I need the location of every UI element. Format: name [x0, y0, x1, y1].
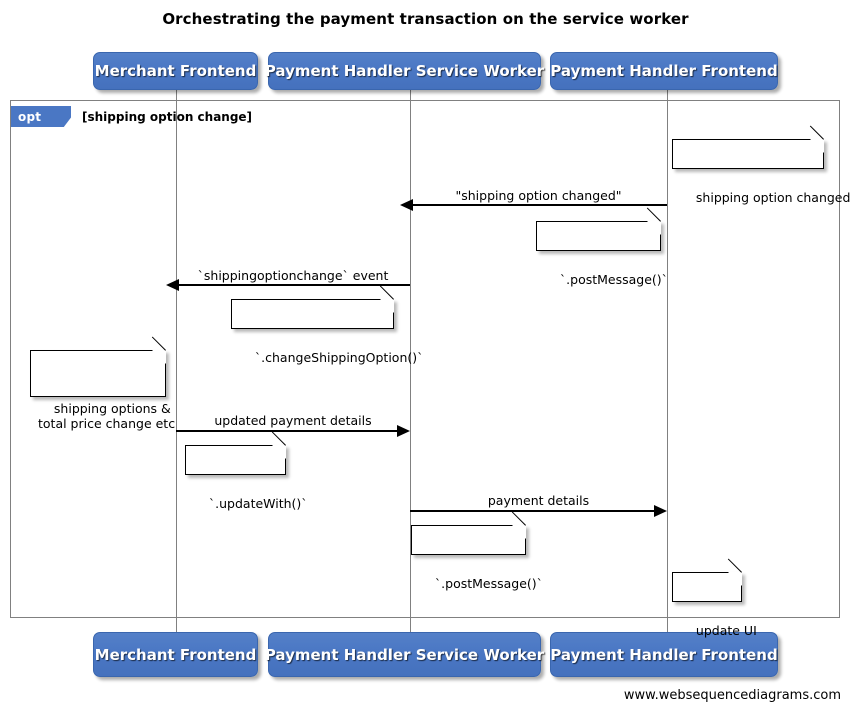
note-shipping-option-changed: shipping option changed [672, 125, 850, 205]
note-text: shipping option changed [695, 190, 851, 205]
participant-payment-handler-service-worker-bottom[interactable]: Payment Handler Service Worker [264, 632, 545, 677]
note-text: update UI [695, 623, 757, 638]
fragment-opt-label: opt [11, 106, 71, 127]
note-text: `.postMessage()` [434, 576, 543, 591]
note-fold-icon [728, 572, 742, 586]
message-label-shippingoptionchange-event: `shippingoptionchange` event [197, 268, 389, 283]
note-fold-icon [647, 221, 661, 235]
note-change-shipping-option: `.changeShippingOption()` [231, 285, 423, 365]
message-line-shipping-option-changed [412, 204, 667, 206]
note-text: shipping options & total price change et… [38, 401, 176, 431]
participant-payment-handler-frontend-bottom[interactable]: Payment Handler Frontend [550, 632, 778, 677]
participant-merchant-frontend-bottom[interactable]: Merchant Frontend [93, 632, 258, 677]
message-label-updated-payment-details: updated payment details [214, 413, 372, 428]
participant-label: Payment Handler Service Worker [264, 62, 545, 80]
arrowhead-right-icon [654, 505, 667, 517]
arrowhead-left-icon [166, 279, 179, 291]
participant-payment-handler-frontend-top[interactable]: Payment Handler Frontend [550, 52, 778, 90]
participant-label: Merchant Frontend [94, 645, 257, 664]
participant-label: Payment Handler Service Worker [264, 645, 545, 664]
message-line-updated-payment-details [176, 430, 398, 432]
participant-payment-handler-service-worker-top[interactable]: Payment Handler Service Worker [264, 52, 545, 90]
note-post-message-1: `.postMessage()` [536, 207, 668, 287]
page-title: Orchestrating the payment transaction on… [162, 10, 689, 28]
note-fold-icon [810, 139, 824, 153]
lifeline-merchant-frontend [176, 90, 177, 632]
note-text: `.updateWith()` [208, 496, 308, 511]
note-shipping-options-total-price: shipping options & total price change et… [30, 336, 175, 431]
arrowhead-left-icon [400, 199, 413, 211]
note-fold-icon [272, 445, 286, 459]
note-fold-icon [152, 350, 166, 364]
watermark-footer: www.websequencediagrams.com [623, 688, 841, 703]
lifeline-payment-handler-service-worker [410, 90, 411, 632]
participant-label: Payment Handler Frontend [550, 645, 778, 664]
message-label-payment-details: payment details [487, 493, 590, 508]
message-line-shippingoptionchange-event [178, 284, 410, 286]
fragment-opt [10, 100, 840, 618]
note-fold-icon [512, 525, 526, 539]
message-label-shipping-option-changed: "shipping option changed" [455, 188, 622, 203]
note-update-ui: update UI [672, 558, 757, 638]
participant-label: Merchant Frontend [94, 62, 257, 80]
note-text: `.postMessage()` [559, 272, 668, 287]
message-line-payment-details [410, 510, 655, 512]
arrowhead-right-icon [397, 425, 410, 437]
participant-merchant-frontend-top[interactable]: Merchant Frontend [93, 52, 258, 90]
note-update-with: `.updateWith()` [185, 431, 308, 511]
note-post-message-2: `.postMessage()` [411, 511, 543, 591]
lifeline-payment-handler-frontend [667, 90, 668, 632]
fragment-opt-condition: [shipping option change] [82, 110, 253, 124]
note-fold-icon [380, 299, 394, 313]
note-text: `.changeShippingOption()` [254, 350, 424, 365]
participant-label: Payment Handler Frontend [550, 62, 778, 80]
